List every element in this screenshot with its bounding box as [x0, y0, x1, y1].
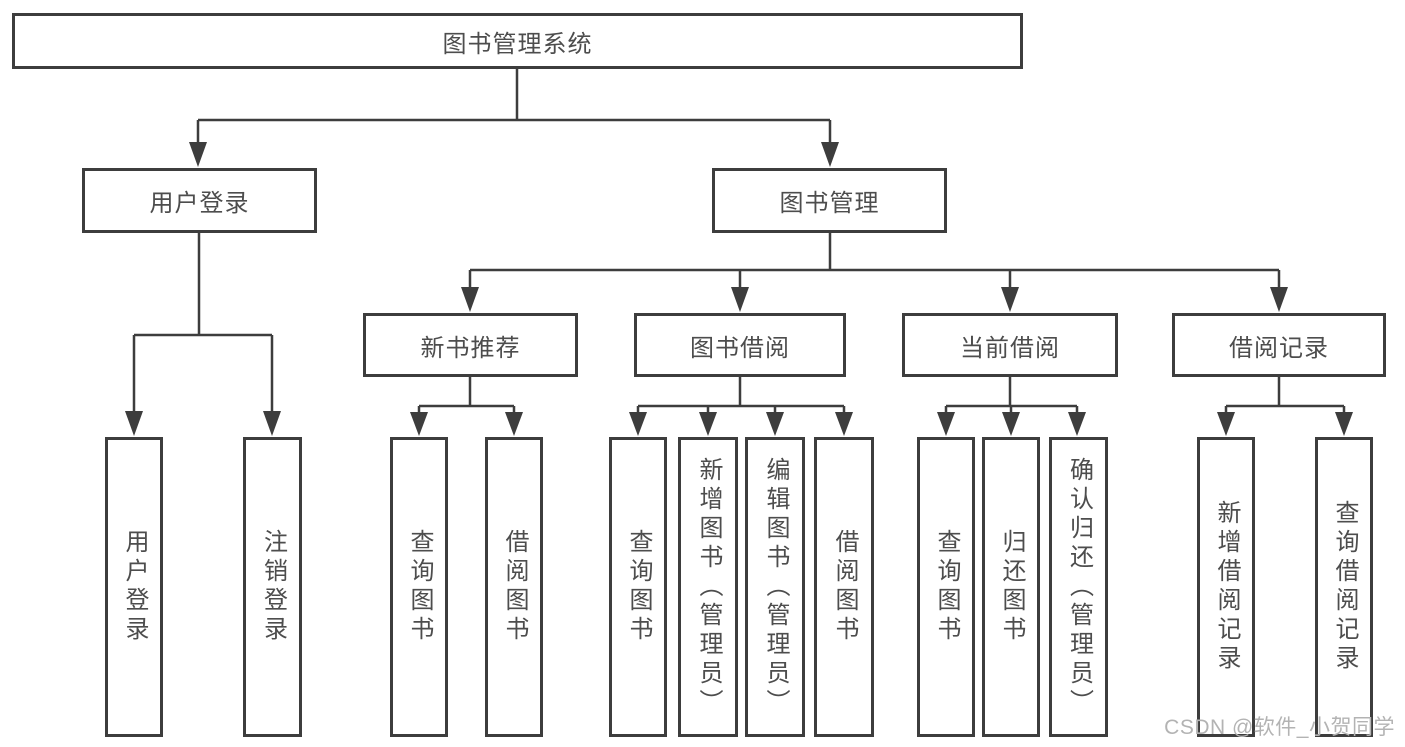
leaf-records-add-record: 新增借阅记录: [1197, 437, 1255, 737]
leaf-current-confirm-return-admin: 确认归还（管理员）: [1049, 437, 1108, 737]
leaf-current-query-book: 查询图书: [917, 437, 975, 737]
leaf-recommend-query-book: 查询图书: [390, 437, 448, 737]
node-book-borrow: 图书借阅: [634, 313, 846, 377]
leaf-logout-login: 注销登录: [243, 437, 302, 737]
node-book-management: 图书管理: [712, 168, 947, 233]
watermark-text: CSDN @软件_小贺同学: [1164, 716, 1395, 739]
node-new-book-recommend: 新书推荐: [363, 313, 578, 377]
leaf-recommend-borrow-book: 借阅图书: [485, 437, 543, 737]
node-borrow-records: 借阅记录: [1172, 313, 1386, 377]
leaf-user-login: 用户登录: [105, 437, 163, 737]
node-current-borrow: 当前借阅: [902, 313, 1118, 377]
leaf-records-query-record: 查询借阅记录: [1315, 437, 1373, 737]
leaf-borrow-borrow-book: 借阅图书: [814, 437, 874, 737]
node-user-login: 用户登录: [82, 168, 317, 233]
node-root: 图书管理系统: [12, 13, 1023, 69]
leaf-borrow-add-book-admin: 新增图书（管理员）: [678, 437, 738, 737]
leaf-borrow-query-book: 查询图书: [609, 437, 667, 737]
leaf-borrow-edit-book-admin: 编辑图书（管理员）: [745, 437, 805, 737]
leaf-current-return-book: 归还图书: [982, 437, 1040, 737]
